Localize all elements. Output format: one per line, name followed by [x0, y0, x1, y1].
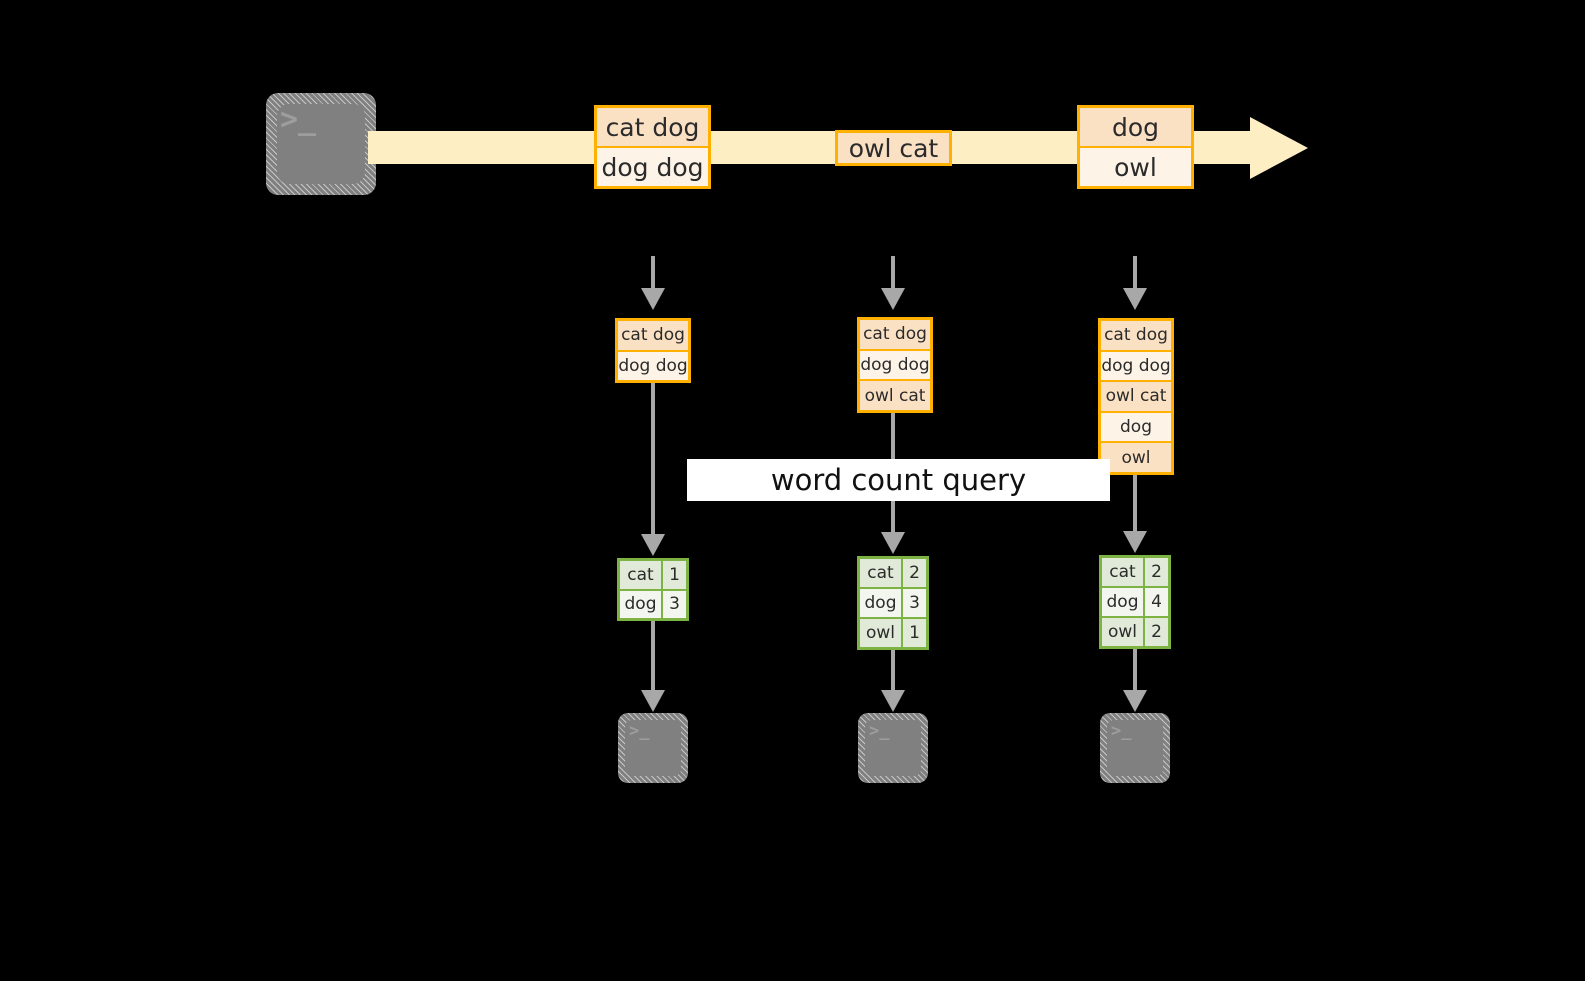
result-count: 3 — [903, 589, 926, 617]
snapshot-2-sink-line — [891, 650, 895, 694]
result-word: dog — [1102, 588, 1145, 616]
source-terminal-icon: >_ — [266, 93, 376, 195]
result-count: 4 — [1145, 588, 1168, 616]
result-count: 2 — [1145, 618, 1168, 646]
result-count: 2 — [1145, 558, 1168, 586]
snapshot-3-result-table: cat 2 dog 4 owl 2 — [1099, 555, 1171, 649]
snapshot-1-sink-arrowhead — [641, 690, 665, 712]
snapshot-3-query-line — [1133, 475, 1137, 539]
snapshot-3-sink-line — [1133, 649, 1137, 694]
snapshot-1-query-arrowhead — [641, 534, 665, 556]
snapshot-2-sink-terminal-icon: >_ — [858, 713, 928, 783]
result-word: dog — [620, 590, 663, 618]
result-count: 1 — [903, 619, 926, 647]
result-row: dog 3 — [620, 590, 686, 618]
stream-row: cat dog — [597, 108, 708, 148]
result-word: cat — [1102, 558, 1145, 586]
snapshot-2-sink-arrowhead — [881, 690, 905, 712]
stream-row: dog dog — [597, 148, 708, 186]
terminal-prompt-glyph: >_ — [869, 721, 890, 741]
stream-row: owl — [1080, 148, 1191, 186]
result-row: dog 3 — [860, 589, 926, 619]
result-row: owl 1 — [860, 619, 926, 647]
stream-group-2: owl cat — [835, 130, 952, 166]
query-label: word count query — [770, 463, 1027, 497]
snapshot-3-input-row: owl — [1101, 443, 1171, 472]
terminal-screen — [277, 104, 365, 184]
snapshot-3-input-row: owl cat — [1101, 382, 1171, 413]
result-word: cat — [620, 561, 663, 589]
result-row: cat 1 — [620, 561, 686, 591]
terminal-screen — [625, 720, 681, 776]
snapshot-2-result-table: cat 2 dog 3 owl 1 — [857, 556, 929, 650]
snapshot-1-sink-terminal-icon: >_ — [618, 713, 688, 783]
result-word: cat — [860, 559, 903, 587]
snapshot-3-input-row: dog dog — [1101, 351, 1171, 383]
snapshot-3-input-row: cat dog — [1101, 321, 1171, 352]
snapshot-3-trigger-line — [1133, 256, 1137, 290]
snapshot-2-input-table: cat dog dog dog owl cat — [857, 317, 933, 413]
result-word: owl — [860, 619, 903, 647]
result-word: dog — [860, 589, 903, 617]
result-word: owl — [1102, 618, 1145, 646]
query-label-band: word count query — [687, 459, 1110, 501]
stream-row: dog — [1080, 108, 1191, 148]
snapshot-3-sink-arrowhead — [1123, 690, 1147, 712]
snapshot-1-trigger-arrowhead — [641, 288, 665, 310]
stream-group-3: dog owl — [1077, 105, 1194, 189]
result-count: 3 — [663, 590, 686, 618]
snapshot-3-sink-terminal-icon: >_ — [1100, 713, 1170, 783]
result-row: dog 4 — [1102, 588, 1168, 618]
snapshot-3-query-arrowhead — [1123, 531, 1147, 553]
terminal-screen — [1107, 720, 1163, 776]
snapshot-1-query-line — [651, 383, 655, 541]
snapshot-2-trigger-arrowhead — [881, 288, 905, 310]
snapshot-2-query-arrowhead — [881, 532, 905, 554]
snapshot-2-input-row: owl cat — [860, 381, 930, 410]
result-count: 1 — [663, 561, 686, 589]
snapshot-1-input-table: cat dog dog dog — [615, 318, 691, 383]
snapshot-2-input-row: cat dog — [860, 320, 930, 351]
snapshot-3-trigger-arrowhead — [1123, 288, 1147, 310]
snapshot-2-trigger-line — [891, 256, 895, 290]
stream-row: owl cat — [838, 133, 949, 163]
terminal-prompt-glyph: >_ — [1111, 721, 1132, 741]
stream-group-1: cat dog dog dog — [594, 105, 711, 189]
result-row: cat 2 — [1102, 558, 1168, 588]
snapshot-1-input-row: cat dog — [618, 321, 688, 352]
event-stream-arrowhead — [1250, 117, 1308, 179]
snapshot-1-result-table: cat 1 dog 3 — [617, 558, 689, 621]
terminal-prompt-glyph: >_ — [280, 102, 317, 137]
result-row: owl 2 — [1102, 618, 1168, 646]
terminal-prompt-glyph: >_ — [629, 721, 650, 741]
snapshot-1-sink-line — [651, 621, 655, 694]
snapshot-3-input-row: dog — [1101, 412, 1171, 444]
snapshot-3-input-table: cat dog dog dog owl cat dog owl — [1098, 318, 1174, 475]
result-row: cat 2 — [860, 559, 926, 589]
terminal-screen — [865, 720, 921, 776]
snapshot-1-trigger-line — [651, 256, 655, 290]
result-count: 2 — [903, 559, 926, 587]
snapshot-2-input-row: dog dog — [860, 350, 930, 382]
snapshot-1-input-row: dog dog — [618, 351, 688, 380]
